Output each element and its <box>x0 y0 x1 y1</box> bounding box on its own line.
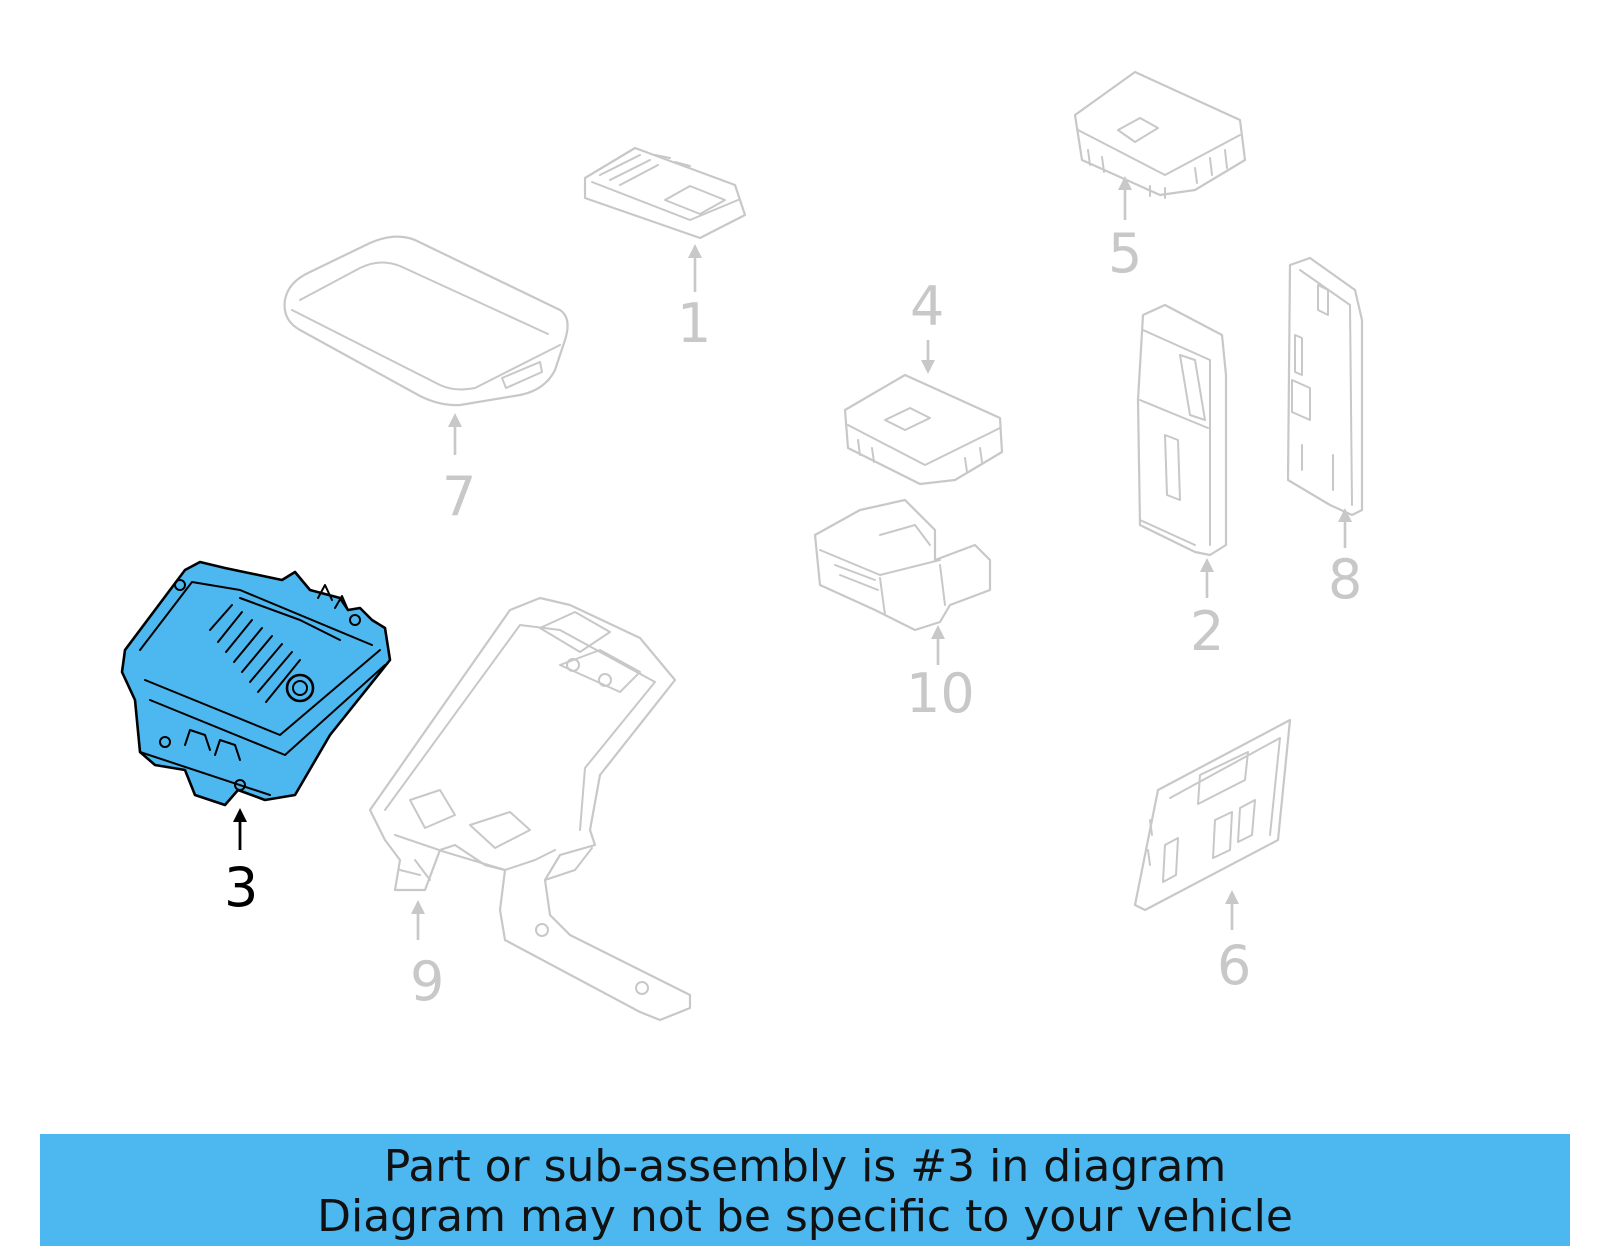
info-banner: Part or sub-assembly is #3 in diagram Di… <box>40 1134 1570 1246</box>
callout-1: 1 <box>677 292 711 355</box>
banner-line-1: Part or sub-assembly is #3 in diagram <box>383 1141 1227 1192</box>
part-9[interactable] <box>368 596 692 1022</box>
callout-7: 7 <box>442 465 476 528</box>
callout-3: 3 <box>224 856 258 919</box>
part-4[interactable] <box>843 373 1004 486</box>
callout-8: 8 <box>1328 548 1362 611</box>
callout-9: 9 <box>410 950 444 1013</box>
callout-2: 2 <box>1190 600 1224 663</box>
callout-6: 6 <box>1217 934 1251 997</box>
part-10[interactable] <box>813 498 992 632</box>
part-2[interactable] <box>1136 303 1228 557</box>
callout-10: 10 <box>906 662 975 725</box>
part-6[interactable] <box>1133 718 1292 912</box>
part-7[interactable] <box>283 235 569 407</box>
part-5[interactable] <box>1073 70 1247 199</box>
callout-5: 5 <box>1108 222 1142 285</box>
part-3-highlighted[interactable] <box>120 560 392 807</box>
part-8[interactable] <box>1286 256 1364 517</box>
banner-line-2: Diagram may not be specific to your vehi… <box>317 1191 1293 1242</box>
callout-4: 4 <box>910 275 944 338</box>
part-1[interactable] <box>583 146 747 240</box>
